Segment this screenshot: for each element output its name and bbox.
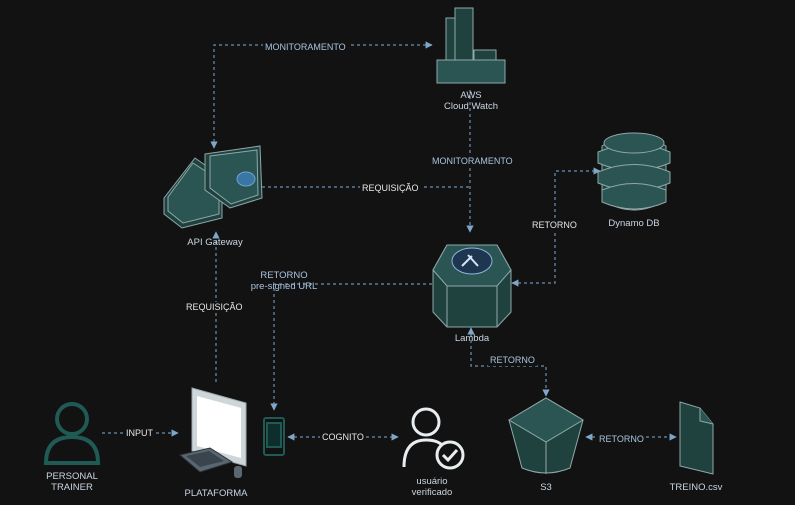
edge-label-retorno-url-line1: RETORNO [260, 270, 308, 281]
phone-icon [263, 417, 285, 456]
dynamodb-icon [597, 132, 671, 211]
edge-label-cognito: COGNITO [320, 432, 366, 443]
dynamodb-label: Dynamo DB [608, 218, 660, 229]
edge-label-retorno-s3-csv: RETORNO [597, 434, 646, 445]
personal-trainer-label-line1: PERSONAL [46, 471, 98, 482]
api-gateway-icon [163, 145, 263, 229]
cloudwatch-icon [436, 7, 506, 84]
cloudwatch-label: AWS Cloud Watch [430, 90, 512, 112]
cloudwatch-label-line2: Cloud Watch [443, 101, 499, 112]
edge-retorno-url [270, 283, 432, 411]
treino-csv-file-icon [679, 401, 714, 475]
edge-retorno-lambda-s3 [467, 327, 550, 397]
plataforma-label: PLATAFORMA [184, 488, 248, 499]
lambda-label: Lambda [454, 333, 490, 344]
edge-label-monitoramento-top: MONITORAMENTO [263, 42, 348, 53]
usuario-verificado-icon [402, 407, 465, 470]
personal-trainer-icon [43, 402, 101, 465]
personal-trainer-label-line2: TRAINER [51, 482, 93, 493]
lambda-icon [432, 244, 512, 328]
edge-monitoramento-api-cloudwatch [210, 41, 433, 149]
s3-icon [508, 397, 584, 474]
api-gateway-label: API Gateway [187, 237, 243, 248]
usuario-label-line1: usuário [416, 476, 448, 487]
edge-label-requisicao-api: REQUISIÇÃO [360, 183, 421, 194]
usuario-label-line2: verificado [411, 487, 453, 498]
personal-trainer-label: PERSONAL TRAINER [32, 471, 112, 493]
plataforma-computer-icon [178, 387, 247, 478]
edge-label-retorno-dynamo: RETORNO [530, 220, 579, 231]
edge-label-retorno-url-line2: pre-signed URL [250, 281, 318, 292]
s3-label: S3 [540, 482, 552, 493]
treino-csv-label: TREINO.csv [669, 482, 723, 493]
edge-label-retorno-lambda-s3: RETORNO [488, 355, 537, 366]
edge-label-requisicao-plataforma: REQUISIÇÃO [184, 302, 245, 313]
edge-label-input: INPUT [124, 428, 155, 439]
edge-label-retorno-url: RETORNO pre-signed URL [244, 270, 324, 292]
edge-label-monitoramento-mid: MONITORAMENTO [430, 156, 515, 167]
cloudwatch-label-line1: AWS [460, 90, 482, 101]
usuario-verificado-label: usuário verificado [392, 476, 472, 498]
